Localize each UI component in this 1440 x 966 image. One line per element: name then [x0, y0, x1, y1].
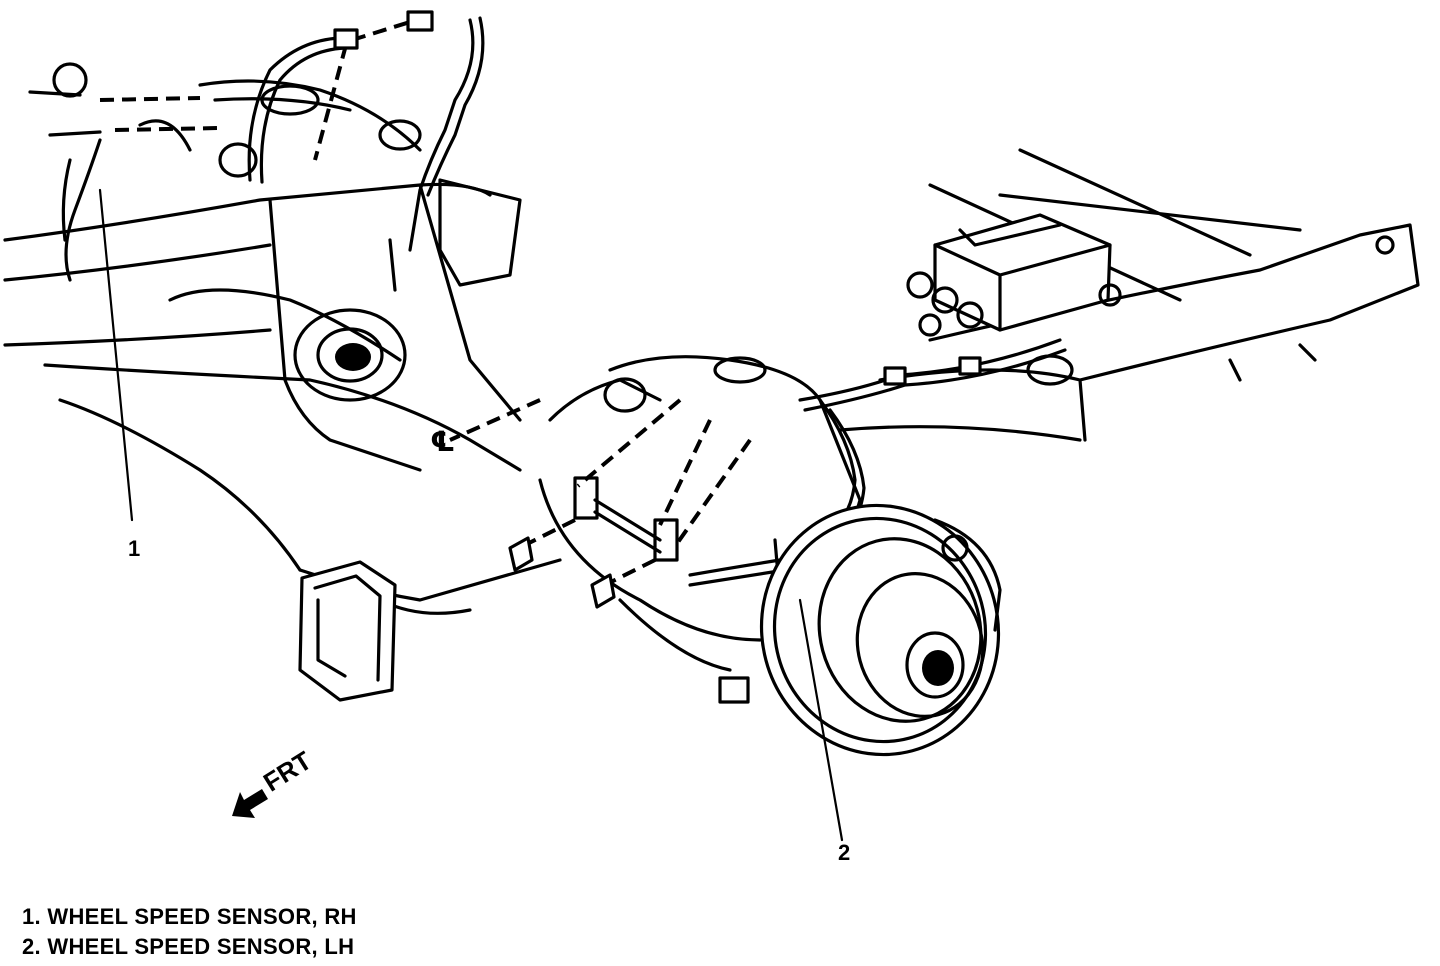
legend-number: 2. — [22, 934, 41, 959]
legend-item: 1. WHEEL SPEED SENSOR, RH — [22, 902, 357, 932]
callout-1: 1 — [128, 536, 141, 561]
legend-item: 2. WHEEL SPEED SENSOR, LH — [22, 932, 357, 962]
legend: 1. WHEEL SPEED SENSOR, RH 2. WHEEL SPEED… — [22, 902, 357, 962]
leader-line-1 — [98, 188, 134, 522]
frame-box-section — [298, 560, 397, 702]
upper-left-components — [61, 79, 522, 287]
callout-2: 2 — [838, 840, 851, 865]
ehcu-modulator — [906, 213, 1122, 337]
legend-text: WHEEL SPEED SENSOR, LH — [47, 934, 355, 959]
rh-sensor-harness — [28, 10, 485, 292]
legend-number: 1. — [22, 904, 41, 929]
lh-sensor-harness — [688, 338, 1067, 587]
legend-text: WHEEL SPEED SENSOR, RH — [47, 904, 357, 929]
spring-seat — [293, 308, 407, 402]
sensor-brackets — [449, 398, 780, 609]
centerline-symbol: ℄ — [430, 426, 456, 457]
arrow-front-icon — [232, 789, 268, 818]
frame-crossmember — [3, 182, 562, 615]
brake-rotor-hub — [759, 503, 1002, 757]
leader-line-2 — [798, 598, 844, 842]
